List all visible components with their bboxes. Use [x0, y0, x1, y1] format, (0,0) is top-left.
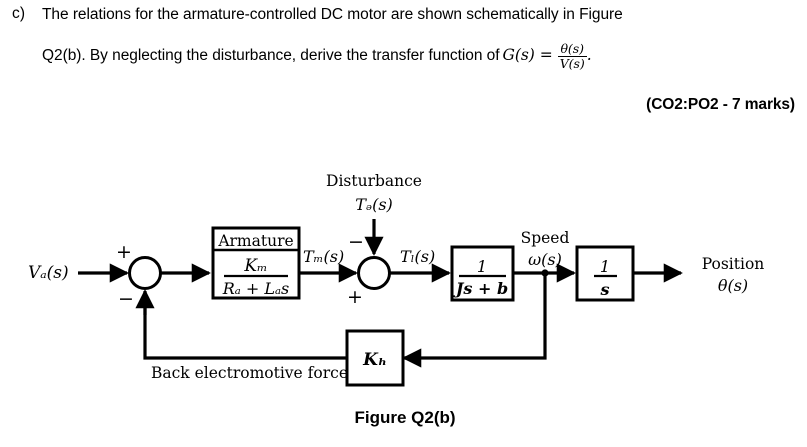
disturbance-signal-label: Tₔ(s)	[355, 195, 393, 214]
marks-allocation: (CO2:PO2 - 7 marks)	[646, 96, 795, 113]
tf-denominator: V(s)	[557, 55, 587, 71]
torque-sum-minus-sign: −	[348, 231, 364, 253]
question-line-2: Q2(b). By neglecting the disturbance, de…	[42, 41, 592, 71]
speed-label: Speed	[521, 229, 570, 247]
back-emf-text-label: Back electromotive force	[151, 364, 348, 382]
figure-caption: Figure Q2(b)	[354, 408, 455, 427]
speed-tap-node	[541, 269, 549, 277]
trailing-period: .	[586, 45, 592, 64]
tf-numerator: θ(s)	[560, 41, 584, 56]
summing-junction-torque	[357, 256, 391, 290]
armature-numerator: Kₘ	[243, 256, 267, 276]
back-emf-block	[345, 329, 405, 387]
torque-sum-plus-sign: +	[347, 286, 363, 308]
inertia-damping-numerator: 1	[477, 257, 487, 276]
armature-block	[211, 226, 301, 300]
input-sum-plus-sign: +	[116, 241, 132, 263]
inertia-damping-denominator: Js + b	[453, 279, 508, 298]
transfer-function-fraction: θ(s) V(s)	[557, 41, 587, 71]
equals-sign: =	[539, 45, 553, 64]
back-emf-gain-label: Kₕ	[362, 350, 387, 370]
feedback-path-left	[143, 292, 347, 360]
input-signal-label: Vₐ(s)	[28, 263, 69, 283]
transfer-function-expression: G(s) = θ(s) V(s) .	[502, 41, 592, 71]
output-signal-label: θ(s)	[718, 276, 748, 295]
question-text-block: c) The relations for the armature-contro…	[0, 0, 807, 150]
inertia-damping-block	[450, 245, 515, 302]
input-sum-minus-sign: −	[118, 288, 134, 310]
load-torque-label: Tₗ(s)	[400, 247, 435, 266]
feedback-path-right	[405, 273, 547, 360]
question-line-1: The relations for the armature-controlle…	[42, 6, 623, 23]
speed-signal-label: ω(s)	[528, 250, 562, 269]
integrator-block	[575, 245, 635, 302]
disturbance-label: Disturbance	[326, 172, 422, 190]
motor-torque-label: Tₘ(s)	[303, 247, 344, 266]
summing-junction-input	[128, 256, 162, 290]
output-position-label: Position	[702, 255, 765, 273]
question-line-2-text: Q2(b). By neglecting the disturbance, de…	[42, 46, 500, 64]
integrator-denominator: s	[599, 280, 609, 299]
integrator-numerator: 1	[600, 257, 610, 276]
transfer-function-name: G(s)	[502, 45, 535, 64]
armature-denominator: Rₐ + Lₐs	[222, 279, 289, 298]
question-item-label: c)	[12, 5, 26, 22]
armature-block-title: Armature	[217, 232, 293, 250]
